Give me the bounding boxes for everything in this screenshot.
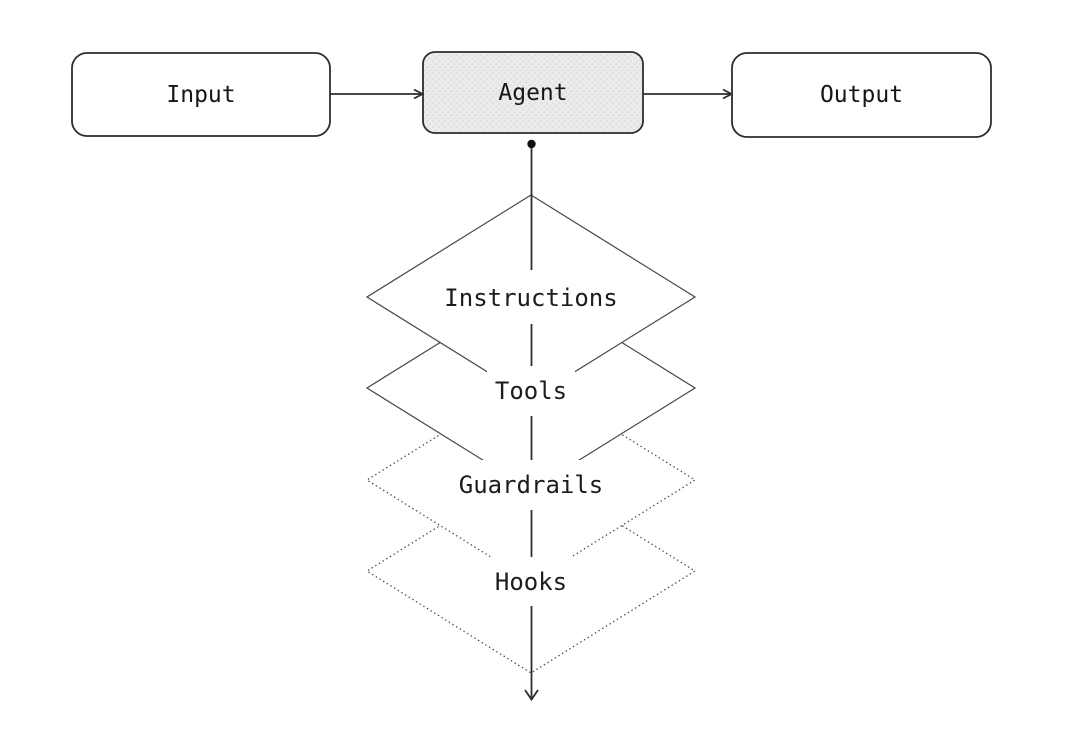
connector-origin-dot xyxy=(527,139,536,149)
arrow-input-to-agent xyxy=(330,88,425,100)
layer-label-tools: Tools xyxy=(495,377,567,405)
label-bg-instructions xyxy=(436,270,626,324)
input-label: Input xyxy=(166,82,235,108)
output-label: Output xyxy=(820,82,903,108)
arrow-agent-to-output xyxy=(643,88,734,100)
layer-label-instructions: Instructions xyxy=(444,284,617,312)
node-input: Input xyxy=(71,52,331,137)
label-bg-hooks xyxy=(487,557,575,606)
layer-label-hooks: Hooks xyxy=(495,568,567,596)
layer-labels: Instructions Tools Guardrails Hooks xyxy=(436,270,626,606)
down-arrowhead-icon xyxy=(524,689,539,702)
label-bg-guardrails xyxy=(450,460,612,510)
node-output: Output xyxy=(731,52,992,138)
label-bg-tools xyxy=(487,366,575,416)
output-box xyxy=(731,52,992,138)
agent-box xyxy=(422,51,644,134)
layer-label-guardrails: Guardrails xyxy=(459,471,604,499)
agent-label: Agent xyxy=(498,80,567,106)
node-agent: Agent xyxy=(422,51,644,134)
